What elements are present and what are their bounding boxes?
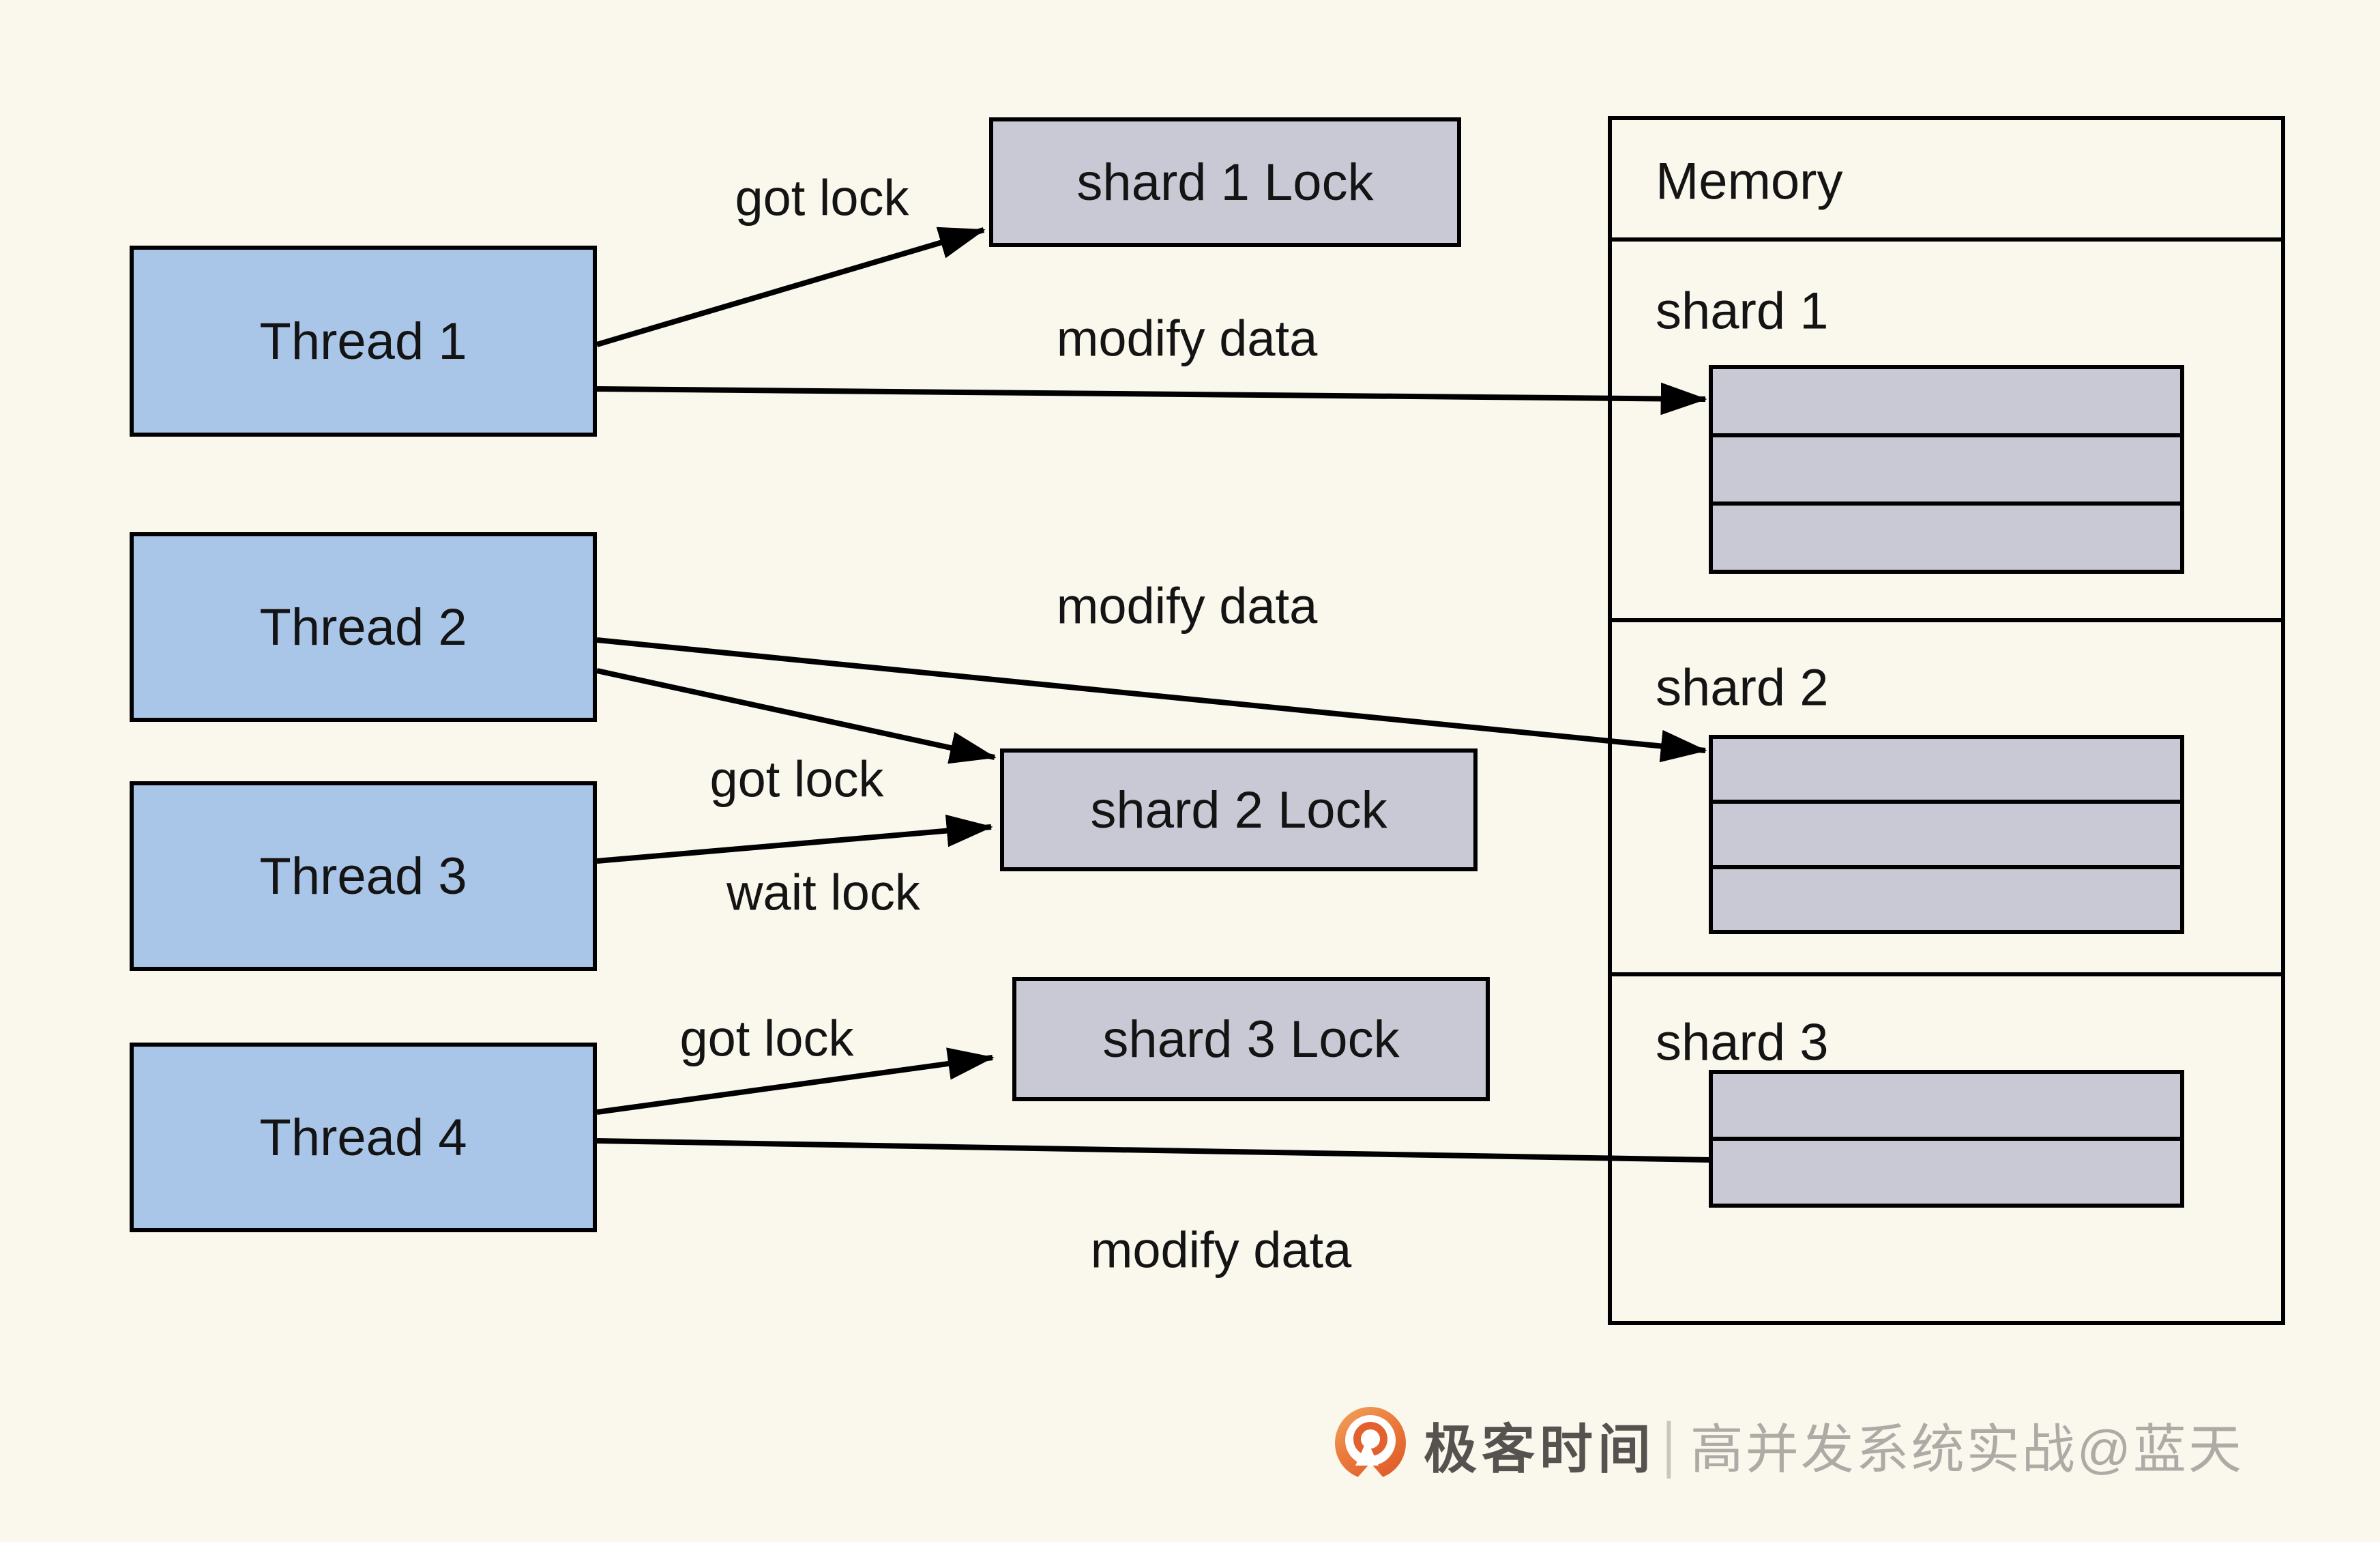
memory-row: [1713, 1074, 2180, 1137]
shard2-label: shard 2: [1656, 658, 1829, 717]
edge-label-got-lock-1: got lock: [735, 169, 909, 227]
edge-label-modify-data-1: modify data: [1056, 310, 1318, 367]
edge-label-got-lock-3: got lock: [679, 1010, 854, 1067]
arrow-thread1-to-shard1-memory: [596, 382, 1707, 416]
thread-1-label: Thread 1: [259, 312, 467, 370]
shard-2-lock-box: shard 2 Lock: [1000, 748, 1478, 871]
watermark-separator: |: [1662, 1411, 1675, 1479]
shard-3-lock-box: shard 3 Lock: [1012, 977, 1490, 1101]
memory-row: [1713, 1137, 2180, 1204]
memory-title: Memory: [1656, 152, 1843, 211]
shard3-rows: [1709, 1070, 2184, 1208]
memory-row: [1713, 864, 2180, 930]
arrow-thread4-to-shard3-lock: [596, 1047, 995, 1115]
shard1-label: shard 1: [1656, 282, 1829, 340]
geektime-logo-icon: [1335, 1407, 1406, 1486]
memory-box: Memory shard 1 shard 2 shard 3: [1608, 116, 2285, 1325]
line-thread4-to-shard3-memory: [596, 1138, 1711, 1163]
arrow-thread1-to-shard1-lock: [596, 227, 986, 347]
arrow-thread2-to-shard2-memory: [596, 637, 1707, 763]
memory-row: [1713, 739, 2180, 800]
shard-2-lock-label: shard 2 Lock: [1090, 781, 1387, 839]
memory-header-divider: [1612, 237, 2281, 242]
thread-2-label: Thread 2: [259, 598, 467, 656]
arrow-thread3-to-shard2-lock: [596, 814, 993, 864]
shard3-section-divider: [1612, 972, 2281, 976]
memory-row: [1713, 369, 2180, 433]
thread-4-box: Thread 4: [130, 1043, 597, 1232]
edge-label-modify-data-3: modify data: [1090, 1221, 1352, 1279]
memory-row: [1713, 800, 2180, 865]
edge-label-got-lock-2: got lock: [709, 751, 884, 808]
edge-label-modify-data-2: modify data: [1056, 577, 1318, 635]
arrow-thread2-to-shard2-lock: [596, 668, 997, 764]
thread-1-box: Thread 1: [130, 246, 597, 437]
watermark: 极客时间 | 高并发系统实战@蓝天: [1335, 1404, 2244, 1486]
thread-4-label: Thread 4: [259, 1108, 467, 1167]
thread-3-box: Thread 3: [130, 781, 597, 971]
edge-label-wait-lock: wait lock: [726, 864, 920, 921]
memory-row: [1713, 433, 2180, 501]
watermark-brand: 极客时间: [1424, 1419, 1656, 1479]
shard2-rows: [1709, 735, 2184, 934]
shard1-rows: [1709, 365, 2184, 574]
thread-2-box: Thread 2: [130, 532, 597, 722]
memory-row: [1713, 501, 2180, 570]
thread-3-label: Thread 3: [259, 847, 467, 905]
shard2-section-divider: [1612, 618, 2281, 622]
shard3-label: shard 3: [1656, 1013, 1829, 1072]
shard-3-lock-label: shard 3 Lock: [1102, 1010, 1400, 1068]
shard-1-lock-label: shard 1 Lock: [1076, 153, 1374, 212]
watermark-credit: 高并发系统实战@蓝天: [1690, 1419, 2244, 1479]
shard-1-lock-box: shard 1 Lock: [989, 117, 1461, 247]
